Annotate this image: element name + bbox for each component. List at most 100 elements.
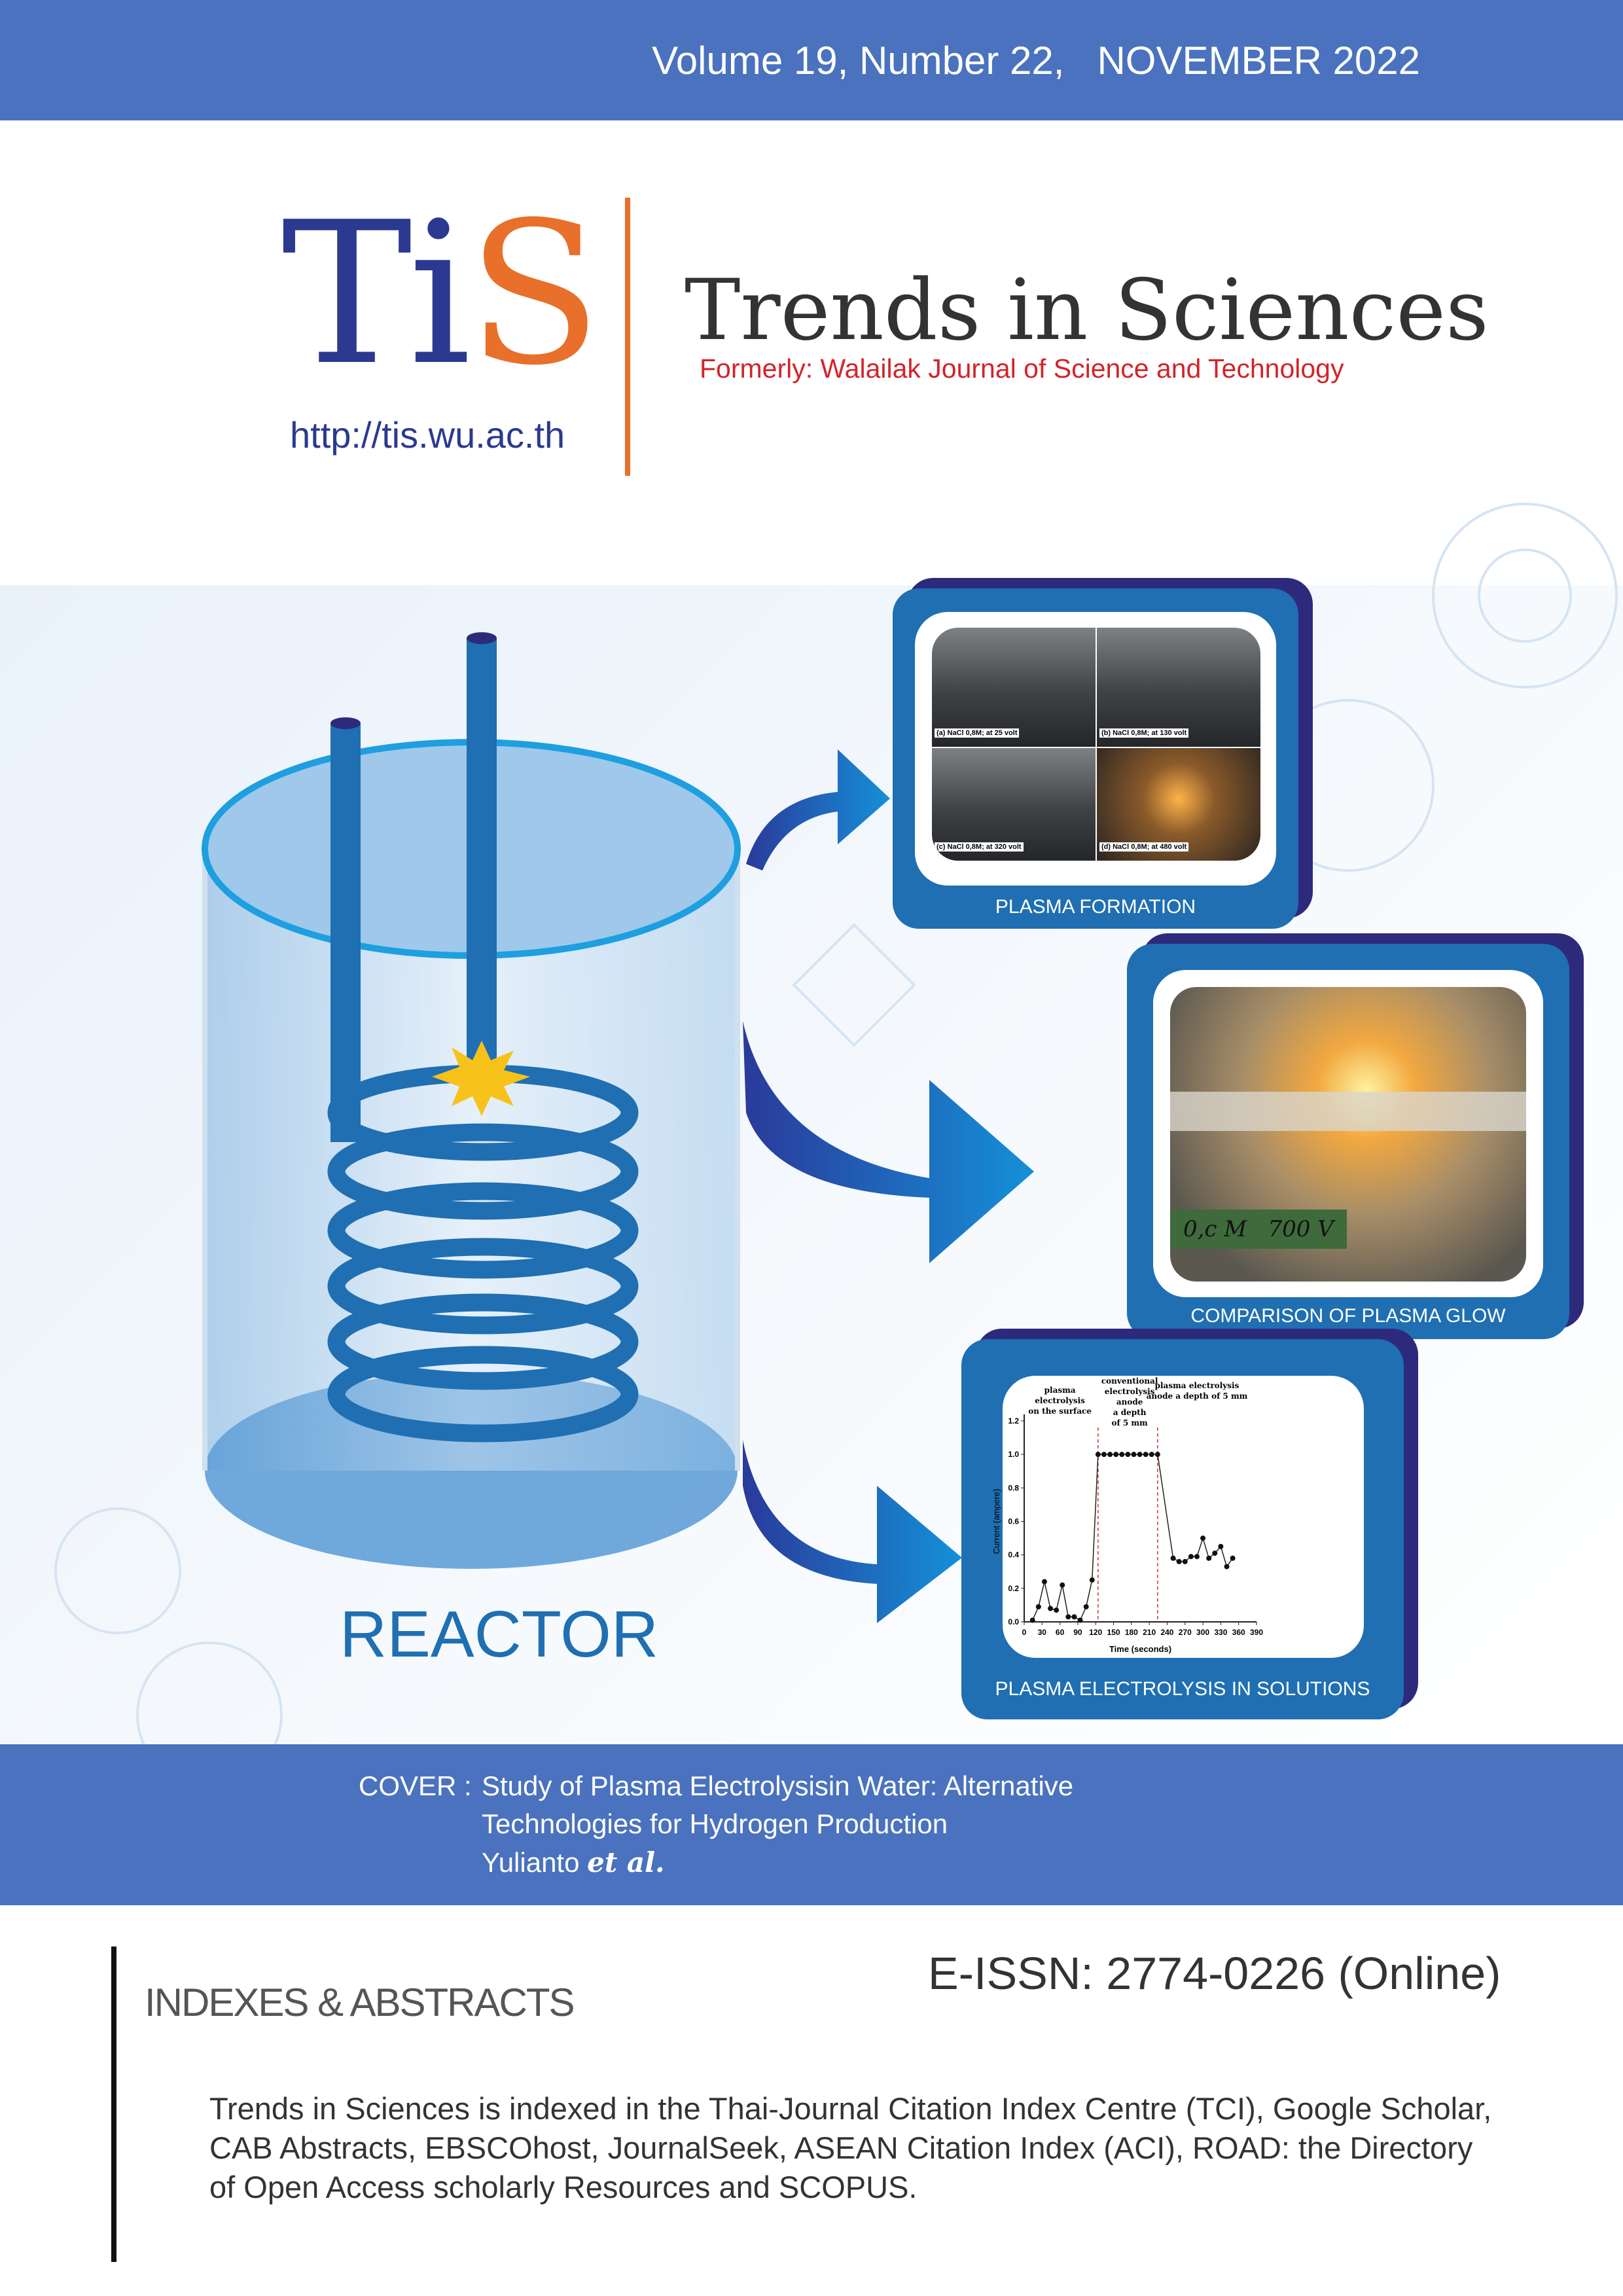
- cover-title-line1: Study of Plasma Electrolysisin Water: Al…: [482, 1770, 1074, 1801]
- data-point: [1149, 1452, 1154, 1458]
- data-point: [1206, 1555, 1212, 1561]
- data-point: [1154, 1452, 1160, 1458]
- y-tick-label: 1.0: [1008, 1450, 1019, 1459]
- data-point: [1218, 1543, 1224, 1549]
- y-tick-label: 0.0: [1008, 1617, 1019, 1626]
- photo-c: (c) NaCl 0,8M; at 320 volt: [932, 748, 1096, 861]
- data-point: [1176, 1558, 1182, 1564]
- y-tick-label: 0.2: [1008, 1584, 1019, 1593]
- data-point: [1143, 1452, 1149, 1458]
- x-tick-label: 240: [1160, 1628, 1173, 1637]
- data-point: [1131, 1452, 1137, 1458]
- panel-label: COMPARISON OF PLASMA GLOW: [1190, 1305, 1506, 1327]
- x-tick-label: 0: [1022, 1628, 1027, 1637]
- reactor-label: REACTOR: [340, 1598, 659, 1671]
- chart-annotation: a depth: [1113, 1408, 1147, 1417]
- cover-title-line2: Technologies for Hydrogen Production: [482, 1808, 948, 1839]
- cover-caption-bar: COVER : Study of Plasma Electrolysisin W…: [0, 1744, 1623, 1905]
- issue-info: Volume 19, Number 22, NOVEMBER 2022: [652, 39, 1420, 82]
- header-bar: Volume 19, Number 22, NOVEMBER 2022: [0, 0, 1623, 120]
- issn: E-ISSN: 2774-0226 (Online): [928, 1948, 1501, 1999]
- data-point: [1119, 1452, 1125, 1458]
- data-point: [1224, 1564, 1230, 1570]
- indexes-heading: INDEXES & ABSTRACTS: [145, 1981, 575, 2024]
- data-point: [1113, 1452, 1119, 1458]
- data-point: [1101, 1452, 1107, 1458]
- photo-a: (a) NaCl 0,8M; at 25 volt: [932, 628, 1096, 747]
- data-point: [1029, 1617, 1035, 1623]
- data-point: [1083, 1604, 1089, 1609]
- cover-author: Yulianto et al.: [482, 1846, 665, 1878]
- indexing-text: Trends in Sciences is indexed in the Tha…: [209, 2091, 1492, 2204]
- photo-d: (d) NaCl 0,8M; at 480 volt: [1097, 748, 1260, 861]
- data-point: [1137, 1452, 1143, 1458]
- divider: [625, 198, 630, 476]
- x-tick-label: 270: [1179, 1628, 1192, 1637]
- panel-plasma-electrolysis: PLASMA ELECTROLYSIS IN SOLUTIONS: [961, 1339, 1404, 1719]
- former-name: Formerly: Walailak Journal of Science an…: [700, 353, 1344, 384]
- chart-annotation: plasma electrolysis: [1155, 1381, 1240, 1390]
- electrode-rod: [467, 638, 497, 1077]
- data-point: [1188, 1554, 1194, 1560]
- data-point: [1054, 1607, 1060, 1613]
- chart-card: [1003, 1376, 1364, 1658]
- cover-prefix: COVER :: [359, 1770, 472, 1801]
- data-point: [1125, 1452, 1131, 1458]
- x-tick-label: 30: [1038, 1628, 1047, 1637]
- y-tick-label: 0.4: [1008, 1551, 1019, 1560]
- plasma-spark-icon: [432, 1041, 530, 1116]
- chart-annotation: anode: [1116, 1397, 1143, 1407]
- journal-title: Trends in Sciences: [685, 262, 1489, 359]
- x-tick-label: 210: [1143, 1628, 1156, 1637]
- data-point: [1060, 1582, 1065, 1588]
- data-point: [1089, 1577, 1095, 1583]
- photo-note: 0,c M 700 V: [1170, 1210, 1347, 1249]
- chart-annotation: electrolysis: [1035, 1396, 1085, 1405]
- x-tick-label: 360: [1232, 1628, 1245, 1637]
- data-point: [1065, 1614, 1071, 1620]
- chart-annotation: plasma: [1044, 1386, 1076, 1395]
- chart-annotation: on the surface: [1028, 1407, 1092, 1416]
- chart-annotation: anode a depth of 5 mm: [1147, 1391, 1248, 1401]
- divider: [111, 1946, 116, 2262]
- data-point: [1107, 1452, 1113, 1458]
- data-point: [1212, 1551, 1218, 1556]
- data-point: [1048, 1605, 1054, 1611]
- tis-logo: TiS: [281, 180, 602, 408]
- data-point: [1095, 1452, 1101, 1458]
- data-point: [1230, 1555, 1236, 1561]
- x-tick-label: 120: [1089, 1628, 1102, 1637]
- y-axis-label: Current (ampere): [991, 1489, 1001, 1554]
- y-tick-label: 0.6: [1008, 1517, 1019, 1526]
- x-tick-label: 300: [1196, 1628, 1209, 1637]
- data-point: [1035, 1604, 1041, 1609]
- x-tick-label: 150: [1107, 1628, 1120, 1637]
- electrode-rod: [330, 723, 361, 1142]
- x-tick-label: 180: [1125, 1628, 1138, 1637]
- panel-label: PLASMA ELECTROLYSIS IN SOLUTIONS: [995, 1678, 1370, 1700]
- x-tick-label: 60: [1056, 1628, 1065, 1637]
- panel-plasma-glow: 0,c M 700 V COMPARISON OF PLASMA GLOW: [1127, 944, 1569, 1339]
- photo-grid: (a) NaCl 0,8M; at 25 volt (b) NaCl 0,8M;…: [915, 612, 1276, 886]
- x-tick-label: 330: [1214, 1628, 1227, 1637]
- data-point: [1182, 1558, 1188, 1564]
- chart-annotation: electrolysis: [1105, 1387, 1155, 1396]
- data-point: [1041, 1579, 1047, 1585]
- x-axis-label: Time (seconds): [1109, 1644, 1171, 1654]
- panel-label: PLASMA FORMATION: [995, 896, 1196, 918]
- arrow-icon: [743, 749, 1034, 1623]
- journal-url[interactable]: http://tis.wu.ac.th: [290, 414, 565, 456]
- data-point: [1170, 1555, 1176, 1561]
- data-point: [1200, 1535, 1206, 1541]
- plasma-glow-photo: 0,c M 700 V: [1170, 987, 1526, 1282]
- x-tick-label: 390: [1250, 1628, 1263, 1637]
- data-point: [1077, 1617, 1083, 1623]
- photo-b: (b) NaCl 0,8M; at 130 volt: [1097, 628, 1260, 747]
- x-tick-label: 90: [1073, 1628, 1082, 1637]
- y-tick-label: 0.8: [1008, 1483, 1019, 1492]
- panel-plasma-formation: (a) NaCl 0,8M; at 25 volt (b) NaCl 0,8M;…: [893, 588, 1298, 929]
- chart-annotation: of 5 mm: [1111, 1418, 1148, 1427]
- data-point: [1071, 1614, 1077, 1620]
